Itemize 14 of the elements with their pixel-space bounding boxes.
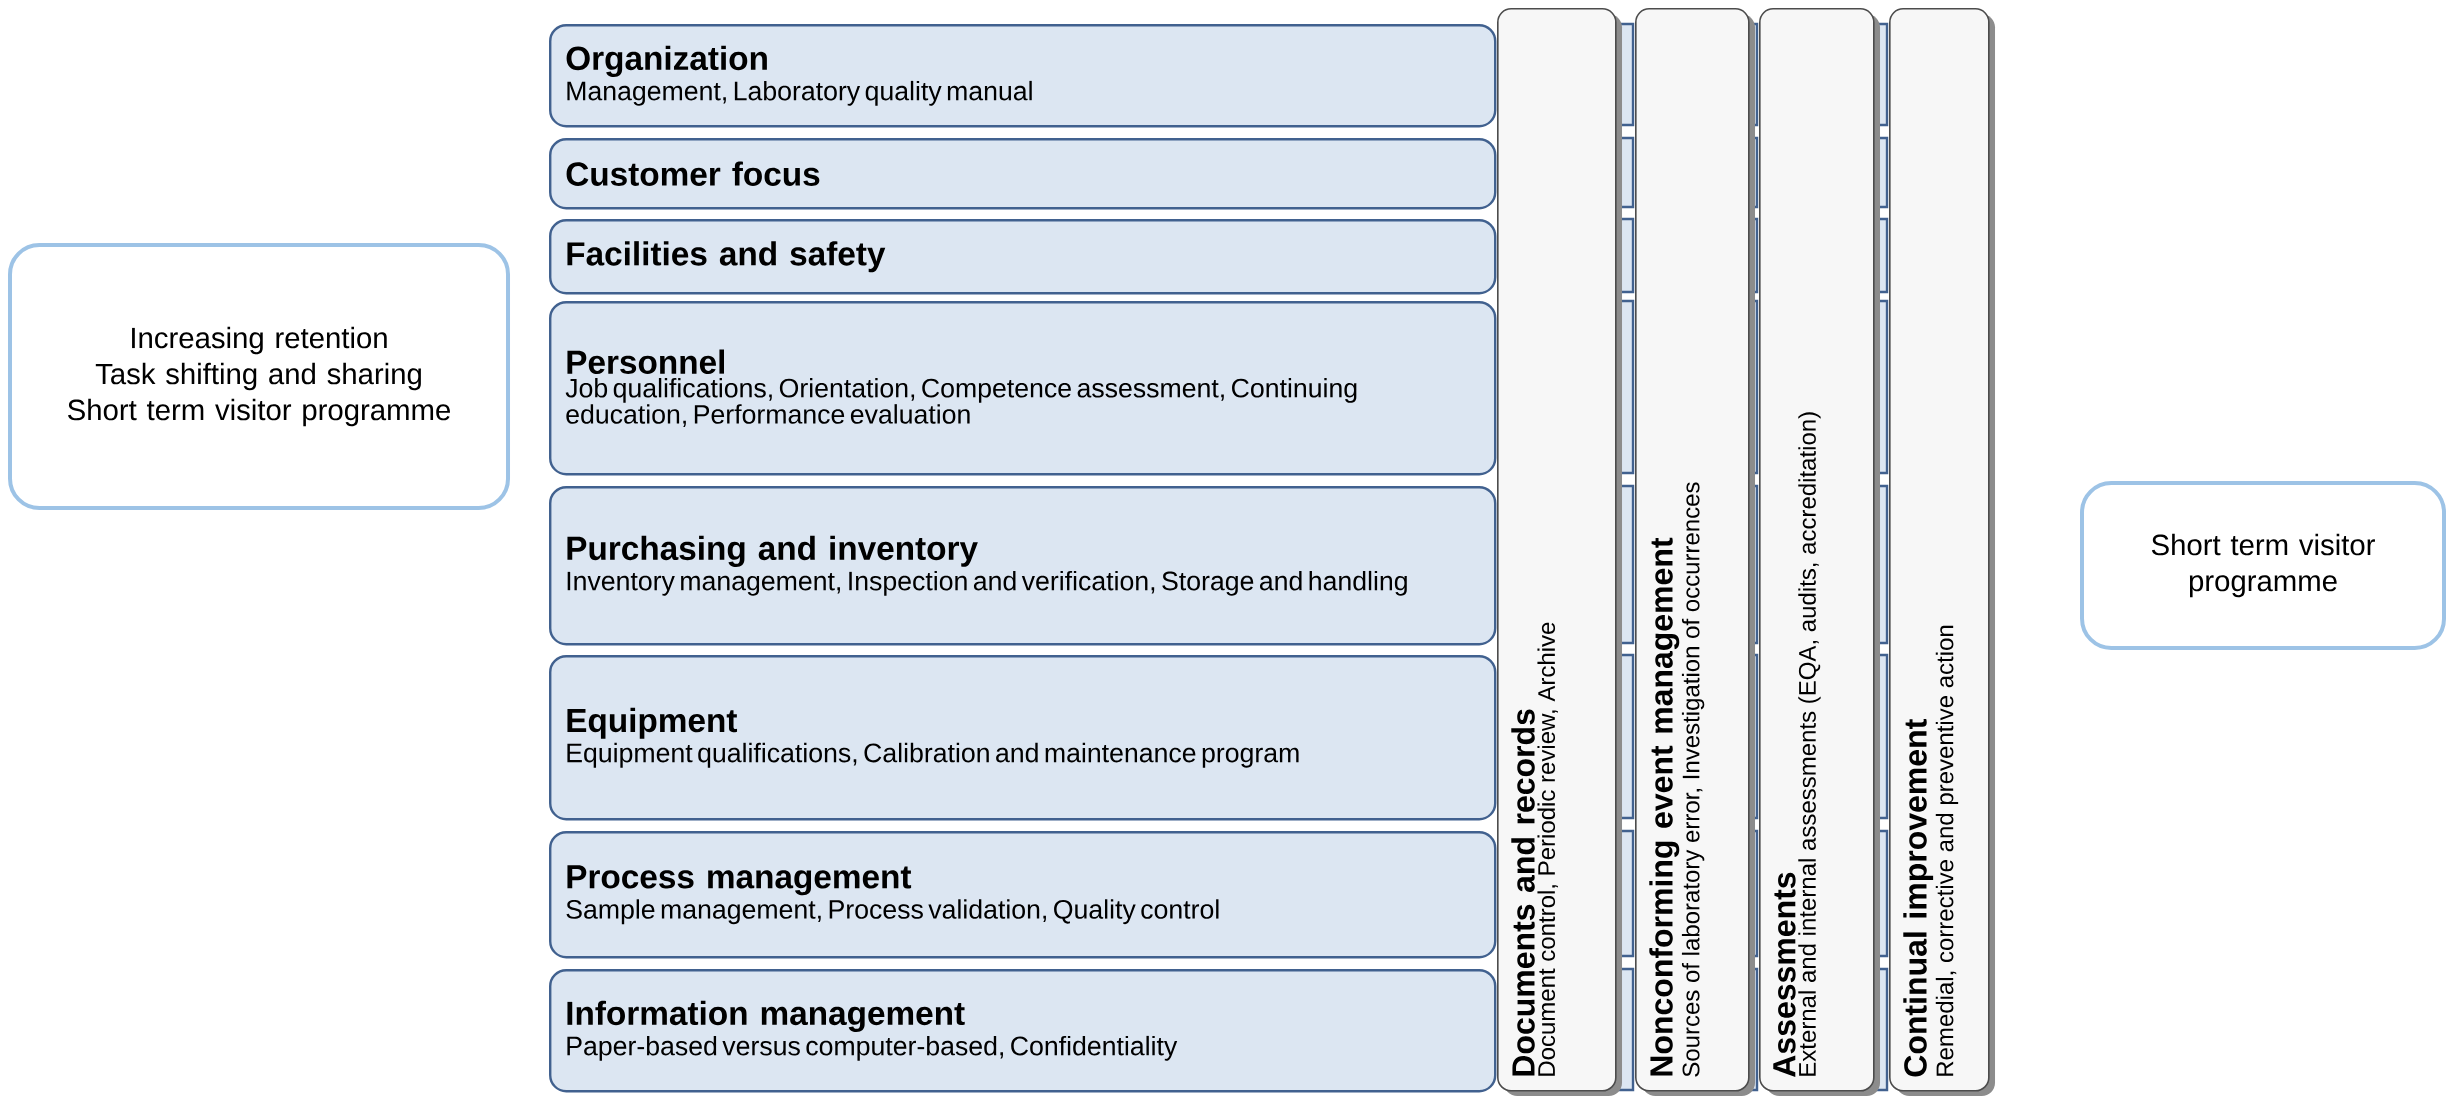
category-box: Equipment Equipment qualifications, Calibration and maintenance program (549, 655, 1497, 821)
category-box: Personnel Job qualifications, Orientation, Competence assessment, Continuing education, Performance evaluation (549, 301, 1497, 476)
column-box: Nonconforming event management Sources of laboratory error, Investigation of occurrences (1635, 8, 1755, 1096)
category-box: Facilities and safety (549, 219, 1497, 295)
column-box: Assessments External and internal assessments (EQA, audits, accreditation) (1759, 8, 1880, 1096)
category-box: Customer focus (549, 138, 1497, 210)
category-box: Purchasing and inventory Inventory management, Inspection and verification, Storage and handling (549, 486, 1497, 646)
category-box: Process management Sample management, Process validation, Quality control (549, 831, 1497, 959)
callout-box: Increasing retention Task shifting and sharing Short term visitor programme (8, 243, 510, 510)
category-box: Information management Paper-based versus computer-based, Confidentiality (549, 969, 1497, 1093)
callout-box: Short term visitor programme (2080, 481, 2446, 650)
category-box: Organization Management, Laboratory quality manual (549, 24, 1497, 128)
column-box: Documents and records Document control, Periodic review, Archive (1497, 8, 1622, 1096)
column-box: Continual improvement Remedial, corrective and preventive action (1889, 8, 1995, 1096)
